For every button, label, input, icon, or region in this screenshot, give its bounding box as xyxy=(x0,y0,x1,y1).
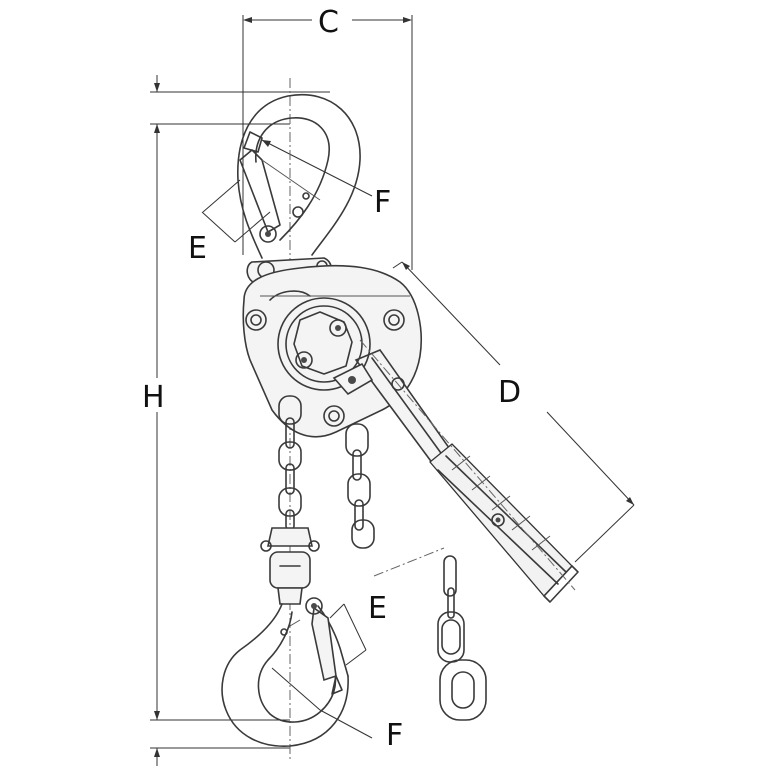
chain-detail xyxy=(437,555,487,721)
dimension-f-bottom: F xyxy=(271,667,403,753)
lever-handle-grip xyxy=(359,339,579,603)
swivel xyxy=(260,527,320,605)
hoist-body xyxy=(242,257,454,470)
label-f-top: F xyxy=(374,185,391,220)
dimension-f-top: F xyxy=(261,139,391,220)
dimension-e-bottom: E xyxy=(329,591,387,666)
label-e-top: E xyxy=(188,231,207,266)
label-e-bottom: E xyxy=(368,591,387,626)
label-c: C xyxy=(318,5,339,40)
dimension-e-top: E xyxy=(188,179,271,266)
slack-chain xyxy=(345,423,445,577)
load-chain xyxy=(278,395,302,531)
label-f-bottom: F xyxy=(386,718,403,753)
dimension-d: D xyxy=(392,261,635,563)
bottom-hook xyxy=(221,597,349,747)
dimension-c: C xyxy=(242,5,413,270)
label-h: H xyxy=(142,380,165,415)
label-d: D xyxy=(498,375,521,410)
top-hook xyxy=(237,93,361,259)
dimension-h: H xyxy=(142,75,330,766)
